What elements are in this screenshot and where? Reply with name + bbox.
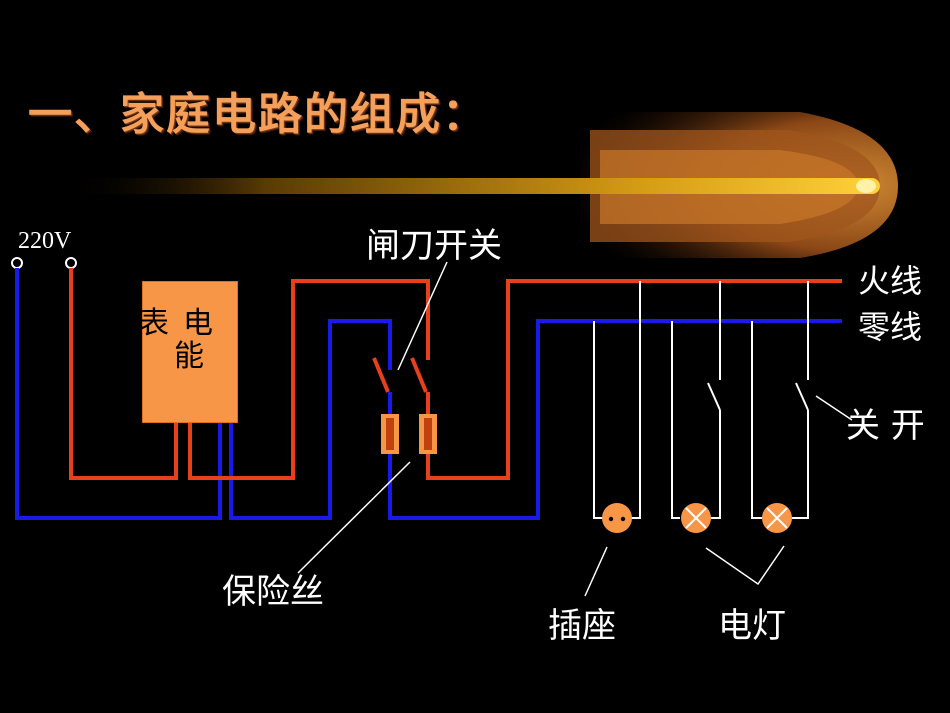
energy-meter (142, 281, 238, 423)
pointer-lines (297, 261, 853, 597)
switch-label: 关 开 (846, 406, 925, 446)
terminal-right (65, 257, 77, 269)
fuse-right (419, 414, 437, 454)
knife-switch-label: 闸刀开关 (366, 226, 502, 266)
fuse-label: 保险丝 (222, 572, 324, 612)
terminal-left (11, 257, 23, 269)
live-wire-label: 火线 (858, 262, 923, 300)
fuse-left (381, 414, 399, 454)
voltage-label: 220V (18, 228, 72, 254)
socket-icon (602, 503, 632, 533)
meter-label-line2: 能 (174, 339, 204, 374)
slide-title: 一、家庭电路的组成： (28, 89, 488, 140)
comet-decoration (60, 112, 898, 258)
lamp-label: 电灯 (718, 606, 786, 646)
neutral-wire-label: 零线 (858, 308, 923, 346)
meter-label-line1: 表电 (139, 306, 227, 341)
socket-label: 插座 (548, 606, 616, 646)
live-wire (69, 268, 842, 480)
lamp-icon-1 (681, 503, 711, 533)
lamp-icon-2 (762, 503, 792, 533)
branch-wires (593, 281, 809, 519)
